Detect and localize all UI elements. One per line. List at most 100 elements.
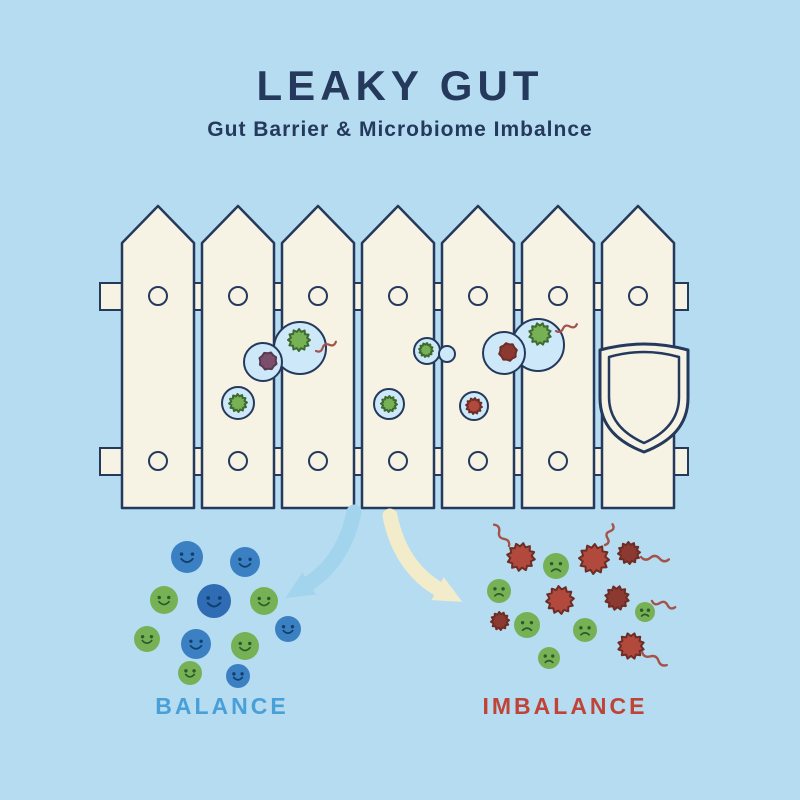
happy-microbe-icon	[197, 584, 231, 618]
microbe-eye	[206, 596, 211, 600]
microbe-eye	[238, 557, 242, 561]
bacteria-flagella	[603, 523, 615, 547]
leaking-bacteria-icon	[418, 342, 434, 358]
picket-hole	[228, 451, 248, 471]
microbe-eye	[189, 639, 193, 643]
microbe-eye	[149, 634, 154, 639]
balance-arrow	[285, 504, 362, 599]
microbe-eye	[217, 596, 222, 600]
microbe-eye	[184, 669, 188, 673]
fence-picket	[360, 204, 436, 510]
microbe-eye	[157, 595, 161, 600]
picket-hole	[228, 286, 248, 306]
microbe-mouth	[494, 593, 504, 597]
fence-picket	[440, 204, 516, 510]
microbe-mouth	[184, 673, 196, 678]
leaking-bacteria-icon	[498, 342, 518, 362]
sad-microbe-icon	[543, 553, 569, 579]
microbe-mouth	[580, 632, 590, 636]
leak-bubble	[438, 345, 456, 363]
microbe-mouth	[282, 629, 294, 635]
happy-microbe-icon	[226, 664, 250, 688]
pathogen-bacteria-icon	[617, 632, 645, 660]
microbe-eye	[232, 672, 236, 676]
happy-microbe-icon	[231, 632, 259, 660]
microbe-mouth	[550, 568, 562, 573]
shield-inner-outline	[607, 350, 681, 445]
pathogen-bacteria-icon	[545, 585, 575, 615]
microbe-eye	[199, 639, 203, 643]
fence-picket	[120, 204, 196, 510]
leaking-bacteria-icon	[465, 397, 483, 415]
picket-hole	[548, 451, 568, 471]
bacteria-flagella	[314, 340, 337, 353]
picket-hole	[628, 286, 648, 306]
leaking-bacteria-icon	[380, 395, 398, 413]
microbe-eye	[587, 626, 591, 630]
happy-microbe-icon	[150, 586, 178, 614]
microbe-mouth	[239, 646, 251, 652]
picket-hole	[548, 286, 568, 306]
microbe-mouth	[544, 659, 554, 664]
microbe-mouth	[640, 613, 650, 617]
microbe-eye	[290, 624, 295, 629]
happy-microbe-icon	[134, 626, 160, 652]
microbe-eye	[167, 595, 171, 600]
microbe-eye	[646, 608, 651, 612]
microbe-eye	[549, 561, 554, 566]
sad-microbe-icon	[573, 618, 597, 642]
microbe-eye	[190, 552, 195, 556]
microbe-mouth	[158, 600, 170, 606]
picket-hole	[388, 286, 408, 306]
sad-microbe-icon	[538, 647, 560, 669]
microbe-mouth	[521, 627, 533, 632]
microbe-eye	[140, 634, 145, 639]
microbe-eye	[520, 620, 525, 625]
bacteria-flagella	[650, 599, 677, 610]
picket-hole	[308, 451, 328, 471]
happy-microbe-icon	[181, 629, 211, 659]
microbe-eye	[248, 557, 252, 561]
microbe-eye	[240, 672, 244, 676]
pathogen-bacteria-icon	[490, 611, 510, 631]
microbe-eye	[551, 654, 555, 658]
imbalance-arrow	[382, 508, 463, 602]
happy-microbe-icon	[230, 547, 260, 577]
pathogen-bacteria-icon	[604, 585, 630, 611]
microbe-mouth	[258, 601, 270, 607]
picket-hole	[388, 451, 408, 471]
happy-microbe-icon	[250, 587, 278, 615]
picket-hole	[468, 286, 488, 306]
microbe-mouth	[206, 602, 222, 608]
sad-microbe-icon	[514, 612, 540, 638]
microbe-eye	[543, 654, 547, 658]
picket-hole	[148, 286, 168, 306]
happy-microbe-icon	[178, 661, 202, 685]
microbe-eye	[238, 641, 242, 646]
leaking-bacteria-icon	[528, 322, 552, 346]
happy-microbe-icon	[171, 541, 203, 573]
sad-microbe-icon	[635, 602, 655, 622]
microbe-mouth	[141, 639, 153, 645]
microbe-eye	[493, 587, 497, 591]
microbe-eye	[501, 587, 505, 591]
microbe-eye	[192, 669, 196, 673]
microbe-mouth	[238, 562, 252, 568]
bacteria-flagella	[640, 650, 668, 667]
imbalance-label: IMBALANCE	[482, 693, 648, 719]
microbe-eye	[257, 596, 261, 601]
balance-label: BALANCE	[155, 693, 289, 719]
microbe-mouth	[189, 644, 203, 650]
leaking-bacteria-icon	[287, 328, 311, 352]
picket-hole	[308, 286, 328, 306]
microbe-eye	[579, 626, 583, 630]
microbe-eye	[281, 624, 286, 629]
bacteria-flagella	[639, 554, 671, 563]
picket-hole	[148, 451, 168, 471]
microbe-eye	[529, 620, 534, 625]
pathogen-bacteria-icon	[617, 541, 641, 565]
bacteria-flagella	[492, 523, 511, 548]
pathogen-bacteria-icon	[506, 542, 536, 572]
